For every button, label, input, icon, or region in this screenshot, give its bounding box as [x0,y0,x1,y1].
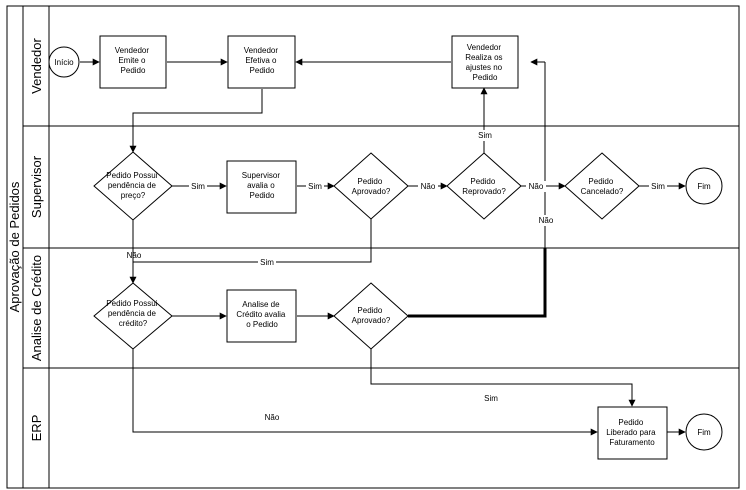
edge-efetiva-pendencia [129,89,263,153]
node-cred-aprovado: Pedido Aprovado? [333,282,409,350]
node-reprovado-text: Pedido Reprovado? [462,177,506,196]
node-fim-erp: Fim [685,413,723,451]
edge-credito-nao-liberado [132,349,598,436]
node-liberado: Pedido Liberado para Faturamento [597,406,668,460]
lane-label-erp: ERP [29,415,44,442]
node-pendencia-credito-text: Pedido Possui pendência de crédito? [106,299,159,328]
edge-credaprovado-nao [408,248,547,318]
node-analise-credito: Analise de Crédito avalia o Pedido [226,289,297,343]
node-sup-aprovado: Pedido Aprovado? [333,152,409,220]
node-cancelado-text: Pedido Cancelado? [581,177,624,196]
node-emite: Vendedor Emite o Pedido [99,35,167,89]
lane-label-vendedor: Vendedor [29,38,44,94]
node-ajustes: Vendedor Realiza os ajustes no Pedido [451,35,519,89]
pool-title: Aprovação de Pedidos [7,181,22,312]
node-supervisor-avalia-text: Supervisor avalia o Pedido [242,171,282,200]
edge-label-sim-cancelado: Sim [651,182,665,191]
node-liberado-text: Pedido Liberado para Faturamento [606,418,658,447]
edge-label-sim-sup-aprovado: Sim [308,182,322,191]
node-emite-text: Vendedor Emite o Pedido [115,46,152,75]
edge-label-nao-sup-aprovado: Não [421,182,436,191]
node-fim-erp-text: Fim [697,428,711,437]
node-pendencia-preco: Pedido Possui pendência de preço? [93,151,173,221]
node-cancelado: Pedido Cancelado? [564,152,640,220]
node-inicio-text: Início [54,58,74,67]
edge-label-sim-back: Sim [260,258,274,267]
node-pendencia-preco-text: Pedido Possui pendência de preço? [106,171,159,200]
edge-label-sim-reprovado: Sim [478,131,492,140]
node-reprovado: Pedido Reprovado? [446,152,522,220]
edge-label-sim-preco: Sim [191,182,205,191]
edge-label-sim-cred: Sim [484,394,498,403]
edge-label-nao-cancelado: Não [539,216,554,225]
node-efetiva: Vendedor Efetiva o Pedido [227,35,296,89]
node-inicio: Início [48,46,80,78]
node-ajustes-text: Vendedor Realiza os ajustes no Pedido [465,43,505,82]
edge-label-nao-credito: Não [265,413,280,422]
node-efetiva-text: Vendedor Efetiva o Pedido [244,46,281,75]
node-cred-aprovado-text: Pedido Aprovado? [352,306,391,325]
node-pendencia-credito: Pedido Possui pendência de crédito? [93,282,173,350]
lane-label-supervisor: Supervisor [29,155,44,218]
edge-label-nao-preco: Não [127,251,142,260]
node-sup-aprovado-text: Pedido Aprovado? [352,177,391,196]
node-analise-credito-text: Analise de Crédito avalia o Pedido [236,300,287,329]
edge-aprovado-back [133,219,372,263]
node-supervisor-avalia: Supervisor avalia o Pedido [226,160,297,214]
node-fim-supervisor: Fim [685,167,723,205]
edge-credaprovado-liberado [370,349,636,407]
lane-label-credito: Analise de Crédito [29,255,44,361]
edge-label-nao-reprovado: Não [529,182,544,191]
node-fim-supervisor-text: Fim [697,182,711,191]
